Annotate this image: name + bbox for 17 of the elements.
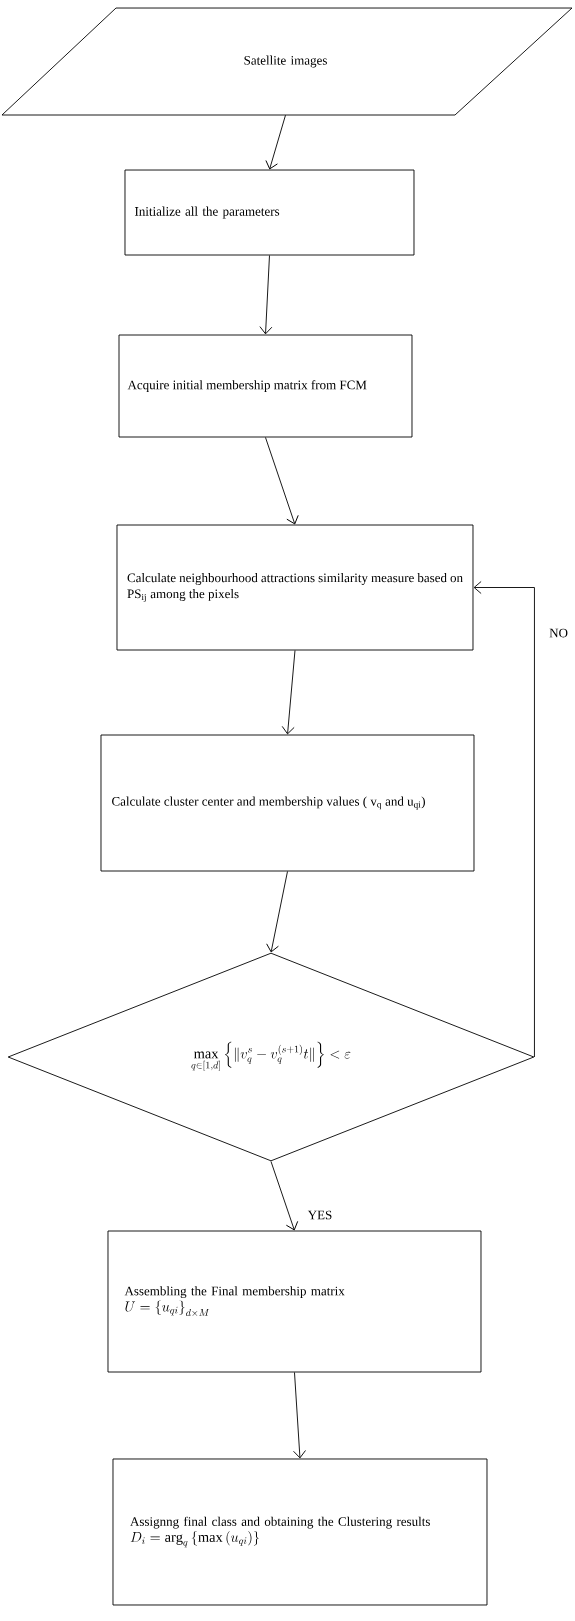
arrow xyxy=(265,114,286,170)
edge-label: NO xyxy=(548,627,569,639)
arrow xyxy=(259,255,273,335)
process-box: Assignng final class and obtaining the Clustering results $D_i=\arg_q\left\{\max\left(u_{qi}\right)\right\}$ xyxy=(112,1458,488,1606)
process-box: Calculate neighbourhood attractions similarity measure based on PS$_{ij}$ among the pixels xyxy=(116,524,474,651)
arrow xyxy=(265,437,299,525)
edge-label: YES xyxy=(306,1209,334,1221)
arrow xyxy=(266,871,288,953)
arrow xyxy=(293,1372,306,1459)
arrow xyxy=(281,650,296,735)
process-box: Initialize all the parameters xyxy=(124,169,415,256)
process-box: Acquire initial membership matrix from FCM xyxy=(118,334,413,438)
input-parallelogram: Satellite images xyxy=(1,7,573,116)
arrow xyxy=(270,1161,299,1231)
arrow xyxy=(473,581,535,1058)
process-box: Assembling the Final membership matrix $U=\left\{u_{qi}\right\}_{d\times M}$ xyxy=(107,1230,482,1373)
process-box: Calculate cluster center and membership values ( v$_{q}$ and u$_{qi}$) xyxy=(100,734,475,872)
